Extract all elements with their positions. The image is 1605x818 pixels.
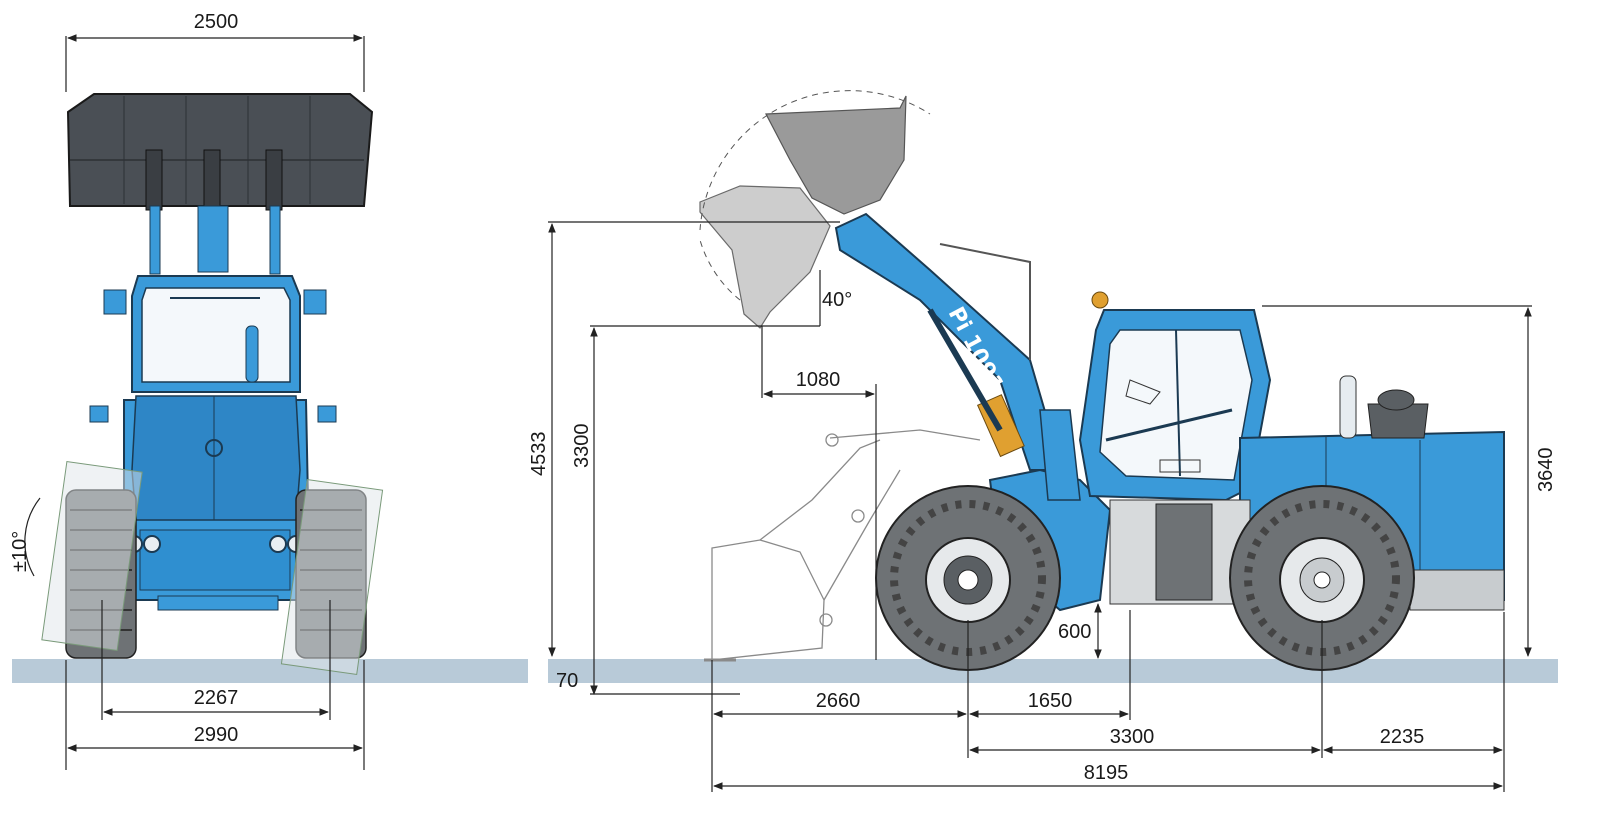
side-cab xyxy=(1078,291,1272,502)
raised-bucket-ghost xyxy=(699,90,931,329)
dim-axle-to-pivot: 1650 xyxy=(1028,690,1073,712)
dim-max-height: 4533 xyxy=(528,432,550,477)
dim-track-width: 2267 xyxy=(194,687,239,709)
front-bucket xyxy=(66,93,374,211)
dim-overall-length: 8195 xyxy=(1084,762,1129,784)
dim-front-overhang: 2660 xyxy=(816,690,861,712)
dim-dump-angle: 40° xyxy=(822,289,852,311)
dim-ground-clearance: 600 xyxy=(1058,621,1091,643)
loader-arm: Pi 1091 xyxy=(834,212,1064,471)
side-dimensions xyxy=(548,221,1532,792)
dim-tilt-angle: ±10° xyxy=(9,531,31,572)
front-tyres xyxy=(41,461,384,675)
ground-right xyxy=(548,659,1558,683)
dim-dig-depth: 70 xyxy=(556,670,578,692)
front-view xyxy=(41,93,384,675)
dim-outer-width: 2990 xyxy=(194,724,239,746)
dim-rear-overhang: 2235 xyxy=(1380,726,1425,748)
dim-reach: 1080 xyxy=(796,369,841,391)
dim-wheelbase: 3300 xyxy=(1110,726,1155,748)
dim-overall-width: 2500 xyxy=(194,11,239,33)
dim-dump-height: 3300 xyxy=(571,424,593,469)
front-cab xyxy=(103,275,327,393)
ghost-lowered-bucket xyxy=(704,429,981,662)
rear-wheel xyxy=(1229,485,1415,671)
dim-cab-height: 3640 xyxy=(1535,448,1557,493)
front-wheel xyxy=(875,485,1061,671)
side-view: Pi 1091 xyxy=(699,90,1505,671)
ground-left xyxy=(12,659,528,683)
front-dimensions xyxy=(24,34,365,770)
